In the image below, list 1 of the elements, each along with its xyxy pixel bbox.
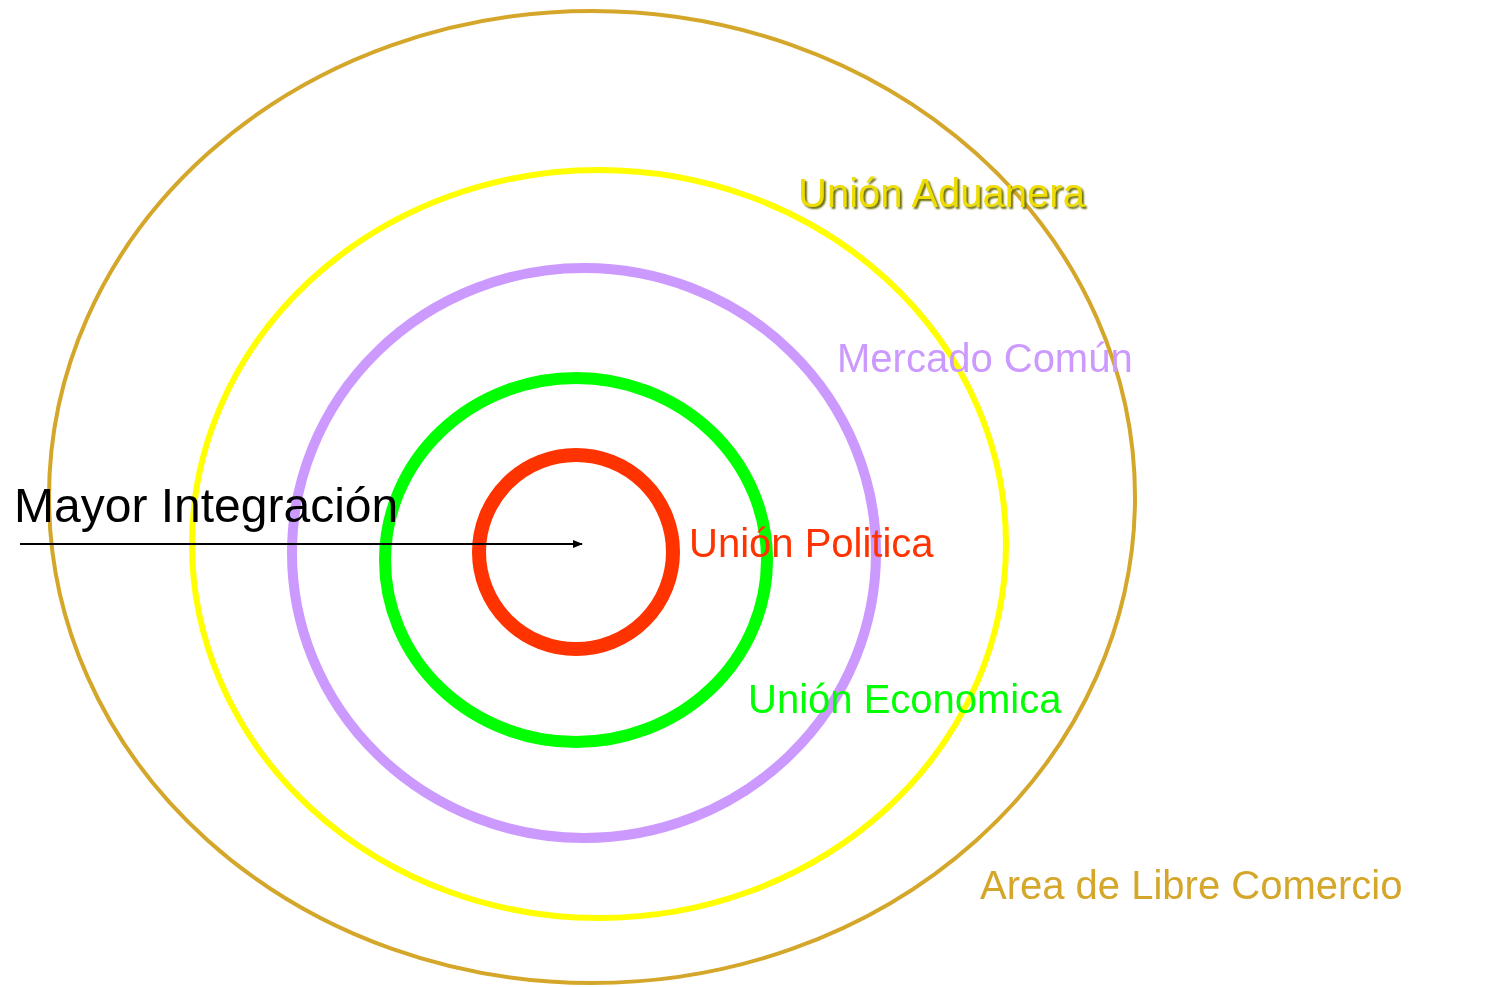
ring-label: Area de Libre Comercio	[980, 862, 1403, 908]
